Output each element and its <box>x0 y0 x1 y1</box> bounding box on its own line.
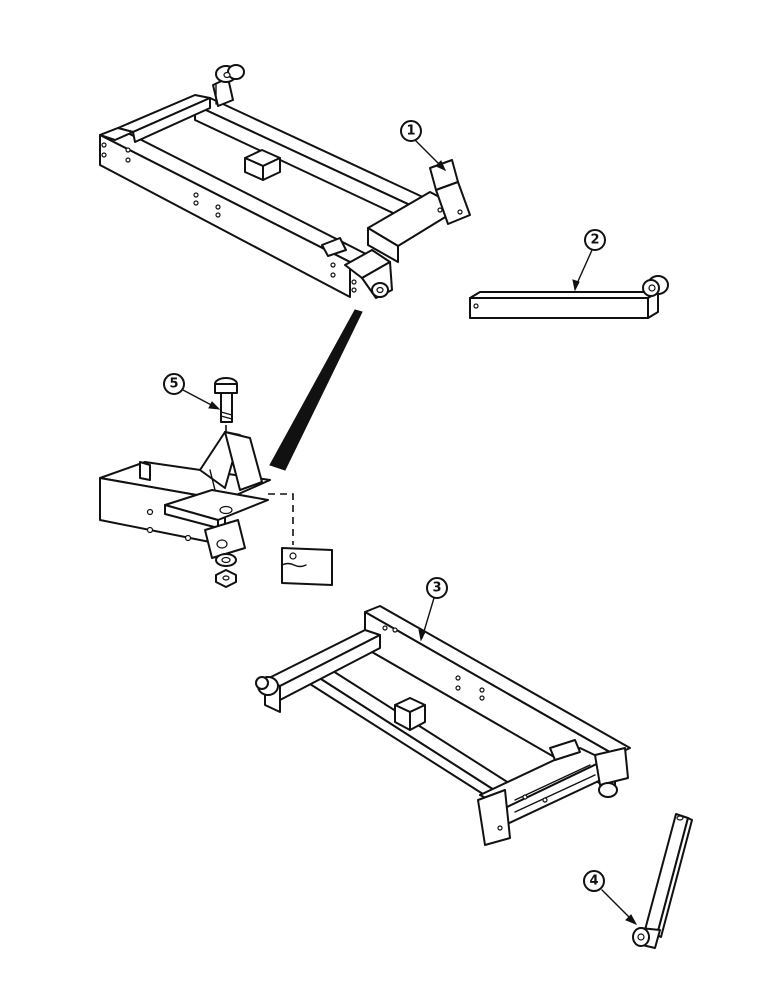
upper-frame-assembly <box>99 64 471 299</box>
callout-2: 2 <box>572 229 606 292</box>
callout-1-label: 1 <box>406 124 415 139</box>
callout-2-label: 2 <box>590 233 599 248</box>
callout-4: 4 <box>583 870 638 925</box>
detail-view <box>99 309 363 588</box>
bar-part <box>469 275 669 319</box>
callout-3-label: 3 <box>432 581 441 596</box>
lower-frame-assembly <box>255 605 631 846</box>
arm-part <box>632 813 693 949</box>
callout-5: 5 <box>163 373 221 410</box>
callout-1: 1 <box>400 120 446 171</box>
callout-4-label: 4 <box>589 874 598 889</box>
callout-3: 3 <box>418 577 448 642</box>
callout-5-label: 5 <box>169 377 178 392</box>
